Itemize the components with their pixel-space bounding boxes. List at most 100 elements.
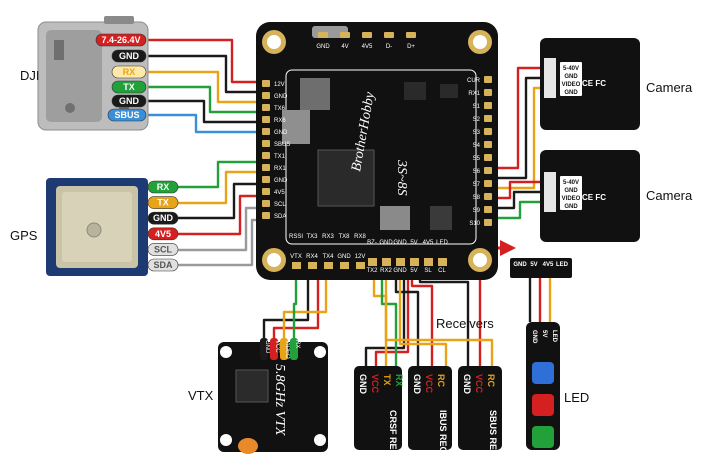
receiver-pin-label: GND: [462, 374, 472, 395]
fc-pad-label: GND: [274, 130, 288, 136]
fc-cell-range: 3S~8S: [394, 159, 409, 196]
fc-pad: [262, 152, 270, 159]
fc-pad-label: 12V: [355, 254, 366, 260]
receiver-name: CRSF RECEIVER: [388, 410, 398, 466]
regulator: [300, 78, 330, 110]
fc-pad-label: S8: [473, 195, 481, 201]
wire-cam2-gnd: [488, 190, 548, 210]
receiver-pin-label: TX: [382, 374, 392, 386]
receiver-pin-label: RC: [486, 374, 496, 387]
gps-pin-scl: SCL: [147, 243, 179, 256]
receiver-pin-label: VCC: [370, 374, 380, 394]
fc-pad: [262, 212, 270, 219]
fc-pad: [262, 200, 270, 207]
receiver-pin-label: RC: [436, 374, 446, 387]
led-strip-pin-label: GND: [531, 330, 537, 344]
camera-top-spec-line: 5-40V: [563, 66, 579, 72]
fc-pad-label: RSSI: [289, 234, 303, 240]
fc-pad-label: S2: [473, 117, 481, 123]
led-strip-pin-label: LED: [551, 330, 557, 343]
inductor: [282, 110, 310, 144]
dji-pin-sbus: SBUS: [107, 108, 147, 122]
vtx-pin-label: VCC: [274, 340, 280, 353]
fc-pad-label: CUR: [467, 78, 481, 84]
fc-pad: [262, 128, 270, 135]
wire-sbus-rc: [384, 268, 494, 370]
wire-dji-rx: [146, 70, 268, 104]
fc-pad: [340, 262, 349, 269]
receivers-label: Receivers: [436, 316, 494, 331]
receiver-pin-label: RX: [394, 374, 404, 387]
fc-pad-label: GND: [393, 240, 407, 246]
gps-label: GPS: [10, 228, 38, 243]
fc-pad: [262, 116, 270, 123]
fc-pad-label: BZ-: [367, 240, 377, 246]
fc-pad: [262, 164, 270, 171]
vtx-pin-label: RX: [294, 340, 300, 348]
fc-pad-label: TX2: [366, 268, 378, 274]
fc-pad-label: TX4: [322, 254, 334, 260]
gps-module: [46, 178, 148, 276]
fc-pad: [484, 102, 492, 109]
vtx-pin: [290, 338, 298, 360]
camera-bottom-label: Camera: [646, 188, 693, 203]
receiver-pin-label: GND: [412, 374, 422, 395]
fc-pad: [262, 104, 270, 111]
fc-pad-label: S3: [473, 130, 481, 136]
wire-dji-power: [146, 38, 268, 84]
dji-pin-gnd-text: GND: [119, 96, 140, 106]
wire-dji-sbus: [146, 113, 268, 134]
vtx-pin-label: GND: [264, 340, 270, 354]
camera-top-ce: CE FC: [582, 79, 606, 88]
receiver-pin-label: GND: [358, 374, 368, 395]
led-blue: [532, 362, 554, 384]
wire-dji-gnd2: [146, 99, 268, 124]
fc-pad-label: RX3: [322, 234, 334, 240]
vtx-label: VTX: [188, 388, 214, 403]
fc-pad-label: GND: [274, 178, 288, 184]
fc-pad-label: S1: [473, 104, 481, 110]
fc-pad-label: 4V5: [362, 44, 373, 50]
gps-pin-scl-text: SCL: [154, 244, 173, 254]
fc-pad: [318, 32, 328, 38]
dji-pin-gnd: GND: [111, 94, 147, 108]
dji-antenna-connector: [104, 16, 134, 24]
fc-pad: [406, 32, 416, 38]
fc-pad-label: D-: [386, 44, 392, 50]
fc-pad: [324, 262, 333, 269]
fc-pad-label: GND: [274, 94, 288, 100]
led-pin-label: GND: [513, 262, 527, 268]
wire-gps-4v5: [178, 194, 262, 236]
fc-pad-label: GND: [379, 240, 393, 246]
fc-pad: [356, 262, 365, 269]
fc-pad-label: SCL: [274, 202, 286, 208]
fc-pad-label: TX6: [274, 106, 286, 112]
fc-pad-label: S4: [473, 143, 481, 149]
receiver-name: SBUS RECEIVER: [488, 410, 498, 466]
wire-vtx-gnd: [262, 262, 310, 340]
fc-pad: [484, 141, 492, 148]
fc-pad-label: LED: [436, 240, 448, 246]
fc-pad-label: VTX: [290, 254, 302, 260]
fc-pad: [308, 262, 317, 269]
fc-pad-label: TX3: [306, 234, 318, 240]
fc-pad-label: RX1: [468, 91, 480, 97]
fc-pad: [424, 258, 433, 266]
wire-cam2-video: [488, 200, 548, 220]
fc-pad-label: 4V5: [274, 190, 285, 196]
fc-pad-label: S9: [473, 208, 481, 214]
wire-gps-sda: [178, 218, 262, 267]
wire-cam1-power: [488, 66, 548, 170]
camera-top-spec-line: GND: [564, 90, 578, 96]
camera-bottom-ce: CE FC: [582, 193, 606, 202]
camera-bottom-spec-line: GND: [564, 204, 578, 210]
fc-pad-label: RX2: [380, 268, 392, 274]
vtx-chip: [235, 369, 269, 403]
